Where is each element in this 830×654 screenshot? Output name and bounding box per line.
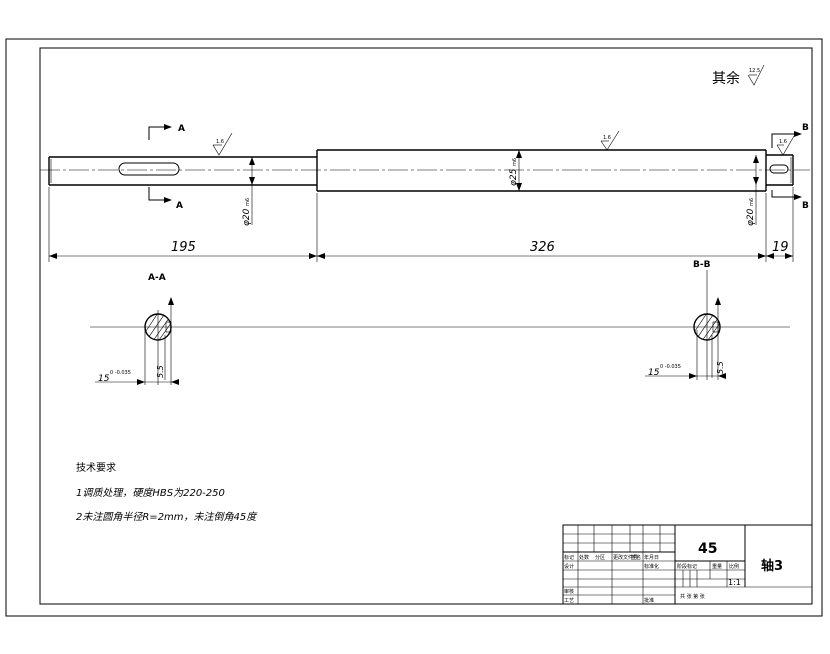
technical-requirements: 技术要求 1调质处理，硬度HBS为220-250 2未注圆角半径R=2mm，未注… [76,461,258,523]
diameter-right-tol: m6 [749,198,755,206]
roughness-value-2: 1.6 [603,135,611,141]
shaft-main-view [40,149,810,192]
diameter-left-value: φ20 [242,208,252,226]
section-bb-depth: 5.5 [716,361,725,374]
section-b-bottom-label: B [802,201,809,211]
section-view-aa: A-A 15 0 -0.035 5.5 [95,273,179,385]
notes-line-1: 1调质处理，硬度HBS为220-250 [76,487,225,499]
notes-line-2: 2未注圆角半径R=2mm，未注倒角45度 [76,511,258,523]
section-aa-title: A-A [148,273,166,283]
roughness-rest-label: 其余 [712,70,740,87]
title-block: 45 轴3 1:1 标记 处数 分区 更改文件号 签名 年月日 设计 标准化 阶… [562,524,813,605]
section-a-top-label: A [178,124,185,134]
section-bb-width-tol: 0 -0.035 [660,364,681,370]
diameter-dim-right: φ20 m6 [746,155,759,226]
outer-frame [5,38,823,617]
title-scale: 1:1 [728,578,741,587]
diameter-dim-middle: φ25 m6 [509,150,522,191]
section-bb-width: 15 [648,368,660,378]
section-cut-b: B B [771,123,809,211]
section-aa-width-tol: 0 -0.035 [110,370,131,376]
roughness-rest-value: 12.5 [749,68,760,74]
section-a-bottom-label: A [176,201,183,211]
length-left: 195 [171,240,196,255]
diameter-left-tol: m6 [245,198,251,206]
section-b-top-label: B [802,123,809,133]
length-middle: 326 [530,240,555,255]
diameter-right-value: φ20 [746,208,756,226]
roughness-value-3: 1.6 [779,139,787,145]
tb-label-approve: 批准 [644,597,654,604]
tb-label-scale: 比例 [729,563,739,570]
tb-label-zone: 分区 [595,554,605,561]
inner-frame [39,47,813,605]
tb-label-count: 处数 [579,554,589,561]
title-material: 45 [698,541,717,557]
tb-label-mark: 标记 [564,554,574,561]
section-view-bb: B-B 15 0 -0.035 5.5 [645,260,726,380]
roughness-value-1: 1.6 [216,139,224,145]
section-cut-a: A A [148,124,185,211]
length-dimensions: 195 326 19 [48,187,794,262]
tb-label-review: 审核 [564,588,574,595]
tb-label-date: 年月日 [644,554,659,561]
tb-label-sheets: 共 张 第 张 [680,593,705,600]
diameter-middle-tol: m6 [512,158,518,166]
title-part-name: 轴3 [761,558,783,574]
roughness-rest: 其余 12.5 [712,64,765,87]
section-bb-title: B-B [693,260,711,270]
section-aa-width: 15 [98,374,110,384]
notes-title: 技术要求 [76,461,116,474]
tb-label-signature: 签名 [631,554,641,561]
tb-label-weight: 重量 [712,563,722,570]
diameter-middle-value: φ25 [509,168,519,186]
keyway-left [118,162,180,176]
keyway-right [769,164,789,174]
roughness-symbol-3: 1.6 [776,135,795,156]
roughness-symbol-1: 1.6 [212,132,233,156]
diameter-dim-left: φ20 m6 [242,157,255,226]
length-right: 19 [772,240,789,255]
section-aa-depth: 5.5 [156,365,165,378]
tb-label-stage: 阶段标记 [677,563,697,570]
tb-label-change-doc: 更改文件号 [613,554,638,561]
tb-label-standard: 标准化 [644,563,659,570]
roughness-symbol-2: 1.6 [600,130,620,151]
tb-label-process: 工艺 [564,598,574,604]
tb-label-design: 设计 [564,563,574,570]
